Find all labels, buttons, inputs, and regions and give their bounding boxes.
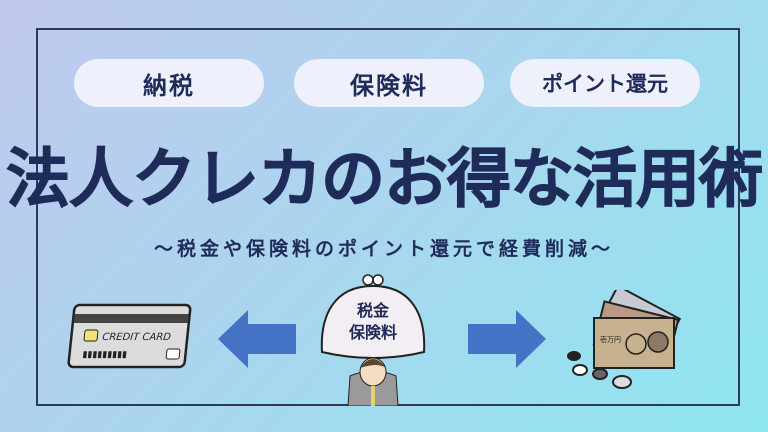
card-number-dots: ▮▮▮▮▮▮▮▮▮ [82,350,128,360]
tag-tax-payment: 納税 [74,59,264,107]
subtitle: 〜税金や保険料のポイント還元で経費削減〜 [153,238,614,260]
arrow-right-icon [468,310,546,368]
tag-insurance: 保険料 [294,59,484,107]
arrow-left-icon [218,310,296,368]
main-title: 法人クレカのお得な活用術 [6,143,764,218]
credit-card-illustration: CREDIT CARD ▮▮▮▮▮▮▮▮▮ [67,303,192,369]
card-label: CREDIT CARD [102,332,172,343]
bill-label: 壱万円 [600,335,621,344]
purse-label-tax: 税金 [357,301,390,320]
purse-businessman-illustration: 税金 保険料 [320,274,426,406]
money-illustration: 壱万円 [567,290,682,389]
purse-label-insurance: 保険料 [348,323,397,342]
tag-point-return: ポイント還元 [510,59,700,107]
